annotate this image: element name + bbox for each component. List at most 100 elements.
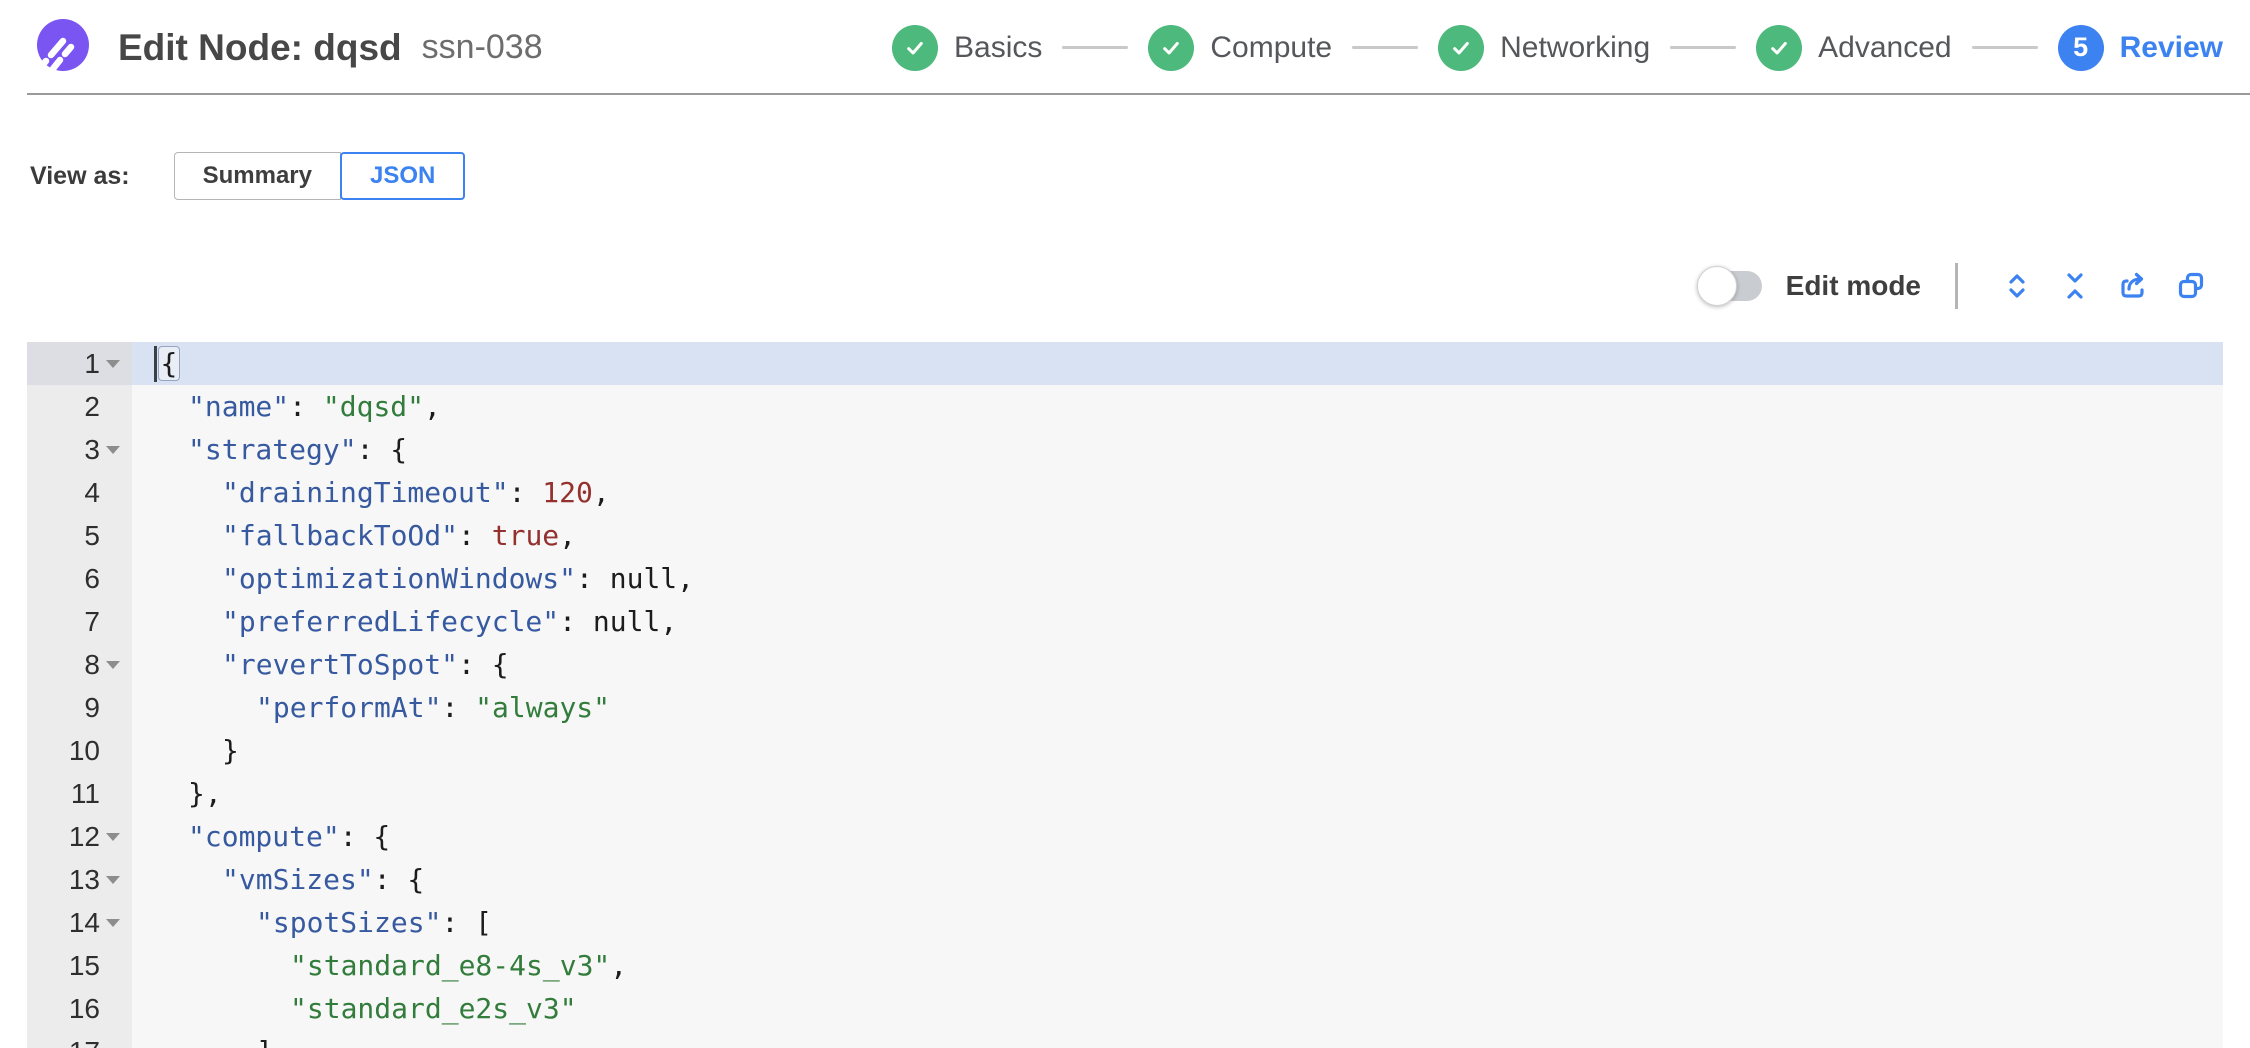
step-connector: [1971, 46, 2038, 49]
token-p: ,: [660, 605, 678, 638]
edit-mode-toggle[interactable]: [1696, 266, 1762, 306]
fold-arrow-icon[interactable]: [106, 918, 120, 927]
view-as-summary-button[interactable]: Summary: [173, 152, 341, 200]
toggle-knob[interactable]: [1696, 266, 1737, 306]
code-content[interactable]: "drainingTimeout": 120,: [132, 471, 2223, 514]
toolbar-divider: [1955, 263, 1958, 309]
line-gutter: 2: [27, 385, 132, 428]
fold-arrow-icon[interactable]: [106, 832, 120, 841]
step-connector: [1352, 46, 1419, 49]
step-connector: [1670, 46, 1737, 49]
fold-arrow-icon[interactable]: [106, 359, 120, 368]
token-p: :: [559, 605, 593, 638]
editor-line-6[interactable]: 6 "optimizationWindows": null,: [27, 557, 2223, 600]
editor-toolbar: Edit mode: [0, 262, 2220, 310]
token-str: "standard_e2s_v3": [290, 992, 577, 1025]
code-content[interactable]: {: [132, 342, 2223, 385]
step-advanced[interactable]: Advanced: [1756, 24, 1952, 71]
code-content[interactable]: "preferredLifecycle": null,: [132, 600, 2223, 643]
line-gutter: 5: [27, 514, 132, 557]
code-content[interactable]: "vmSizes": {: [132, 858, 2223, 901]
token-p: {: [157, 346, 181, 381]
editor-line-5[interactable]: 5"fallbackToOd": true,: [27, 514, 2223, 557]
token-p: ,: [424, 390, 441, 423]
token-p: ,: [610, 949, 628, 982]
code-content[interactable]: ],: [132, 1030, 2223, 1048]
spot-logo-icon: [36, 18, 89, 73]
editor-line-3[interactable]: 3 "strategy": {: [27, 428, 2223, 471]
editor-line-7[interactable]: 7"preferredLifecycle": null,: [27, 600, 2223, 643]
line-number: 13: [68, 863, 100, 895]
line-gutter: 1: [27, 342, 132, 385]
line-number: 9: [84, 691, 100, 723]
line-number: 4: [84, 476, 100, 508]
editor-line-10[interactable]: 10}: [27, 729, 2223, 772]
token-p: : {: [458, 648, 509, 681]
line-gutter: 3: [27, 428, 132, 471]
editor-line-8[interactable]: 8 "revertToSpot": {: [27, 643, 2223, 686]
step-compute[interactable]: Compute: [1148, 24, 1332, 71]
token-key: "strategy": [188, 433, 357, 466]
code-content[interactable]: }: [132, 729, 2223, 772]
line-number: 8: [84, 648, 100, 680]
code-content[interactable]: "revertToSpot": {: [132, 643, 2223, 686]
line-gutter: 8: [27, 643, 132, 686]
collapse-icon[interactable]: [2059, 270, 2091, 302]
editor-line-12[interactable]: 12 "compute": {: [27, 815, 2223, 858]
step-label: Basics: [954, 30, 1043, 64]
json-editor[interactable]: 1{2"name": "dqsd",3"strategy": {4"draini…: [27, 342, 2223, 1048]
node-id: ssn-038: [421, 28, 543, 66]
line-number: 6: [84, 562, 100, 594]
fold-arrow-icon[interactable]: [106, 660, 120, 669]
step-networking[interactable]: Networking: [1438, 24, 1650, 71]
view-as-json-button[interactable]: JSON: [340, 152, 466, 200]
step-label: Advanced: [1818, 30, 1952, 64]
editor-line-2[interactable]: 2"name": "dqsd",: [27, 385, 2223, 428]
editor-line-16[interactable]: 16"standard_e2s_v3": [27, 987, 2223, 1030]
check-icon: [892, 24, 939, 71]
export-icon[interactable]: [2117, 270, 2149, 302]
token-p: ],: [256, 1035, 290, 1048]
token-p: : [: [441, 906, 493, 939]
code-content[interactable]: "fallbackToOd": true,: [132, 514, 2223, 557]
line-number: 3: [84, 433, 100, 465]
fold-arrow-icon[interactable]: [106, 875, 120, 884]
token-p: : {: [356, 433, 408, 466]
token-p: ,: [677, 562, 695, 595]
code-content[interactable]: "performAt": "always": [132, 686, 2223, 729]
copy-icon[interactable]: [2175, 270, 2207, 302]
editor-line-9[interactable]: 9 "performAt": "always": [27, 686, 2223, 729]
editor-line-17[interactable]: 17],: [27, 1030, 2223, 1048]
code-content[interactable]: "optimizationWindows": null,: [132, 557, 2223, 600]
editor-line-1[interactable]: 1{: [27, 342, 2223, 385]
check-icon: [1756, 24, 1803, 71]
code-content[interactable]: "spotSizes": [: [132, 901, 2223, 944]
code-content[interactable]: "name": "dqsd",: [132, 385, 2223, 428]
code-content[interactable]: },: [132, 772, 2223, 815]
step-basics[interactable]: Basics: [892, 24, 1043, 71]
token-key: "performAt": [256, 691, 442, 724]
expand-icon[interactable]: [2001, 270, 2033, 302]
editor-line-4[interactable]: 4 "drainingTimeout": 120,: [27, 471, 2223, 514]
code-content[interactable]: "compute": {: [132, 815, 2223, 858]
token-p: :: [508, 476, 543, 509]
line-number: 12: [68, 820, 100, 852]
fold-arrow-icon[interactable]: [106, 445, 120, 454]
step-connector: [1062, 46, 1129, 49]
token-p: : {: [373, 863, 425, 896]
editor-line-15[interactable]: 15"standard_e8-4s_v3",: [27, 944, 2223, 987]
code-content[interactable]: "standard_e2s_v3": [132, 987, 2223, 1030]
code-content[interactable]: "strategy": {: [132, 428, 2223, 471]
code-content[interactable]: "standard_e8-4s_v3",: [132, 944, 2223, 987]
editor-line-14[interactable]: 14"spotSizes": [: [27, 901, 2223, 944]
editor-line-13[interactable]: 13 "vmSizes": {: [27, 858, 2223, 901]
check-icon: [1148, 24, 1195, 71]
editor-line-11[interactable]: 11},: [27, 772, 2223, 815]
token-num: true: [491, 519, 560, 552]
token-p: }: [222, 734, 239, 767]
line-number: 10: [68, 734, 100, 766]
